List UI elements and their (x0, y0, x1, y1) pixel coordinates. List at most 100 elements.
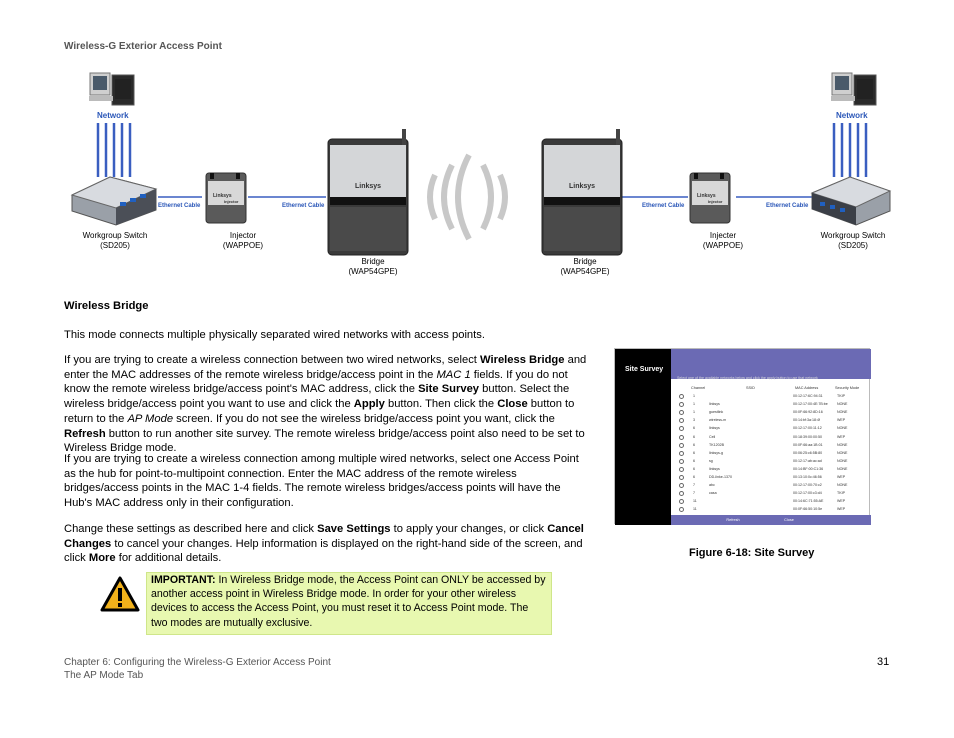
left-computer-icon (89, 72, 135, 106)
survey-row-radio[interactable] (679, 475, 684, 480)
survey-cell: 00:18:39:00:00:50 (793, 434, 822, 439)
left-injector-label: Injector (WAPPOE) (222, 231, 264, 250)
survey-cell: 00:14:bf:3a:18:4f (793, 418, 820, 423)
right-network-lines (832, 123, 868, 177)
survey-row-radio[interactable] (679, 466, 684, 472)
left-switch-icon (70, 176, 158, 226)
survey-cell: wireless-m (709, 418, 727, 423)
survey-col-ssid: SSID (746, 386, 755, 390)
survey-cell: 00:13:10:0c:46:56 (793, 475, 822, 479)
survey-row-radio[interactable] (679, 402, 684, 408)
survey-cell: 00:12:17:00:4E:7B:be (793, 402, 828, 407)
injector-brand-label: Injector (224, 199, 239, 204)
survey-col-channel: Channel (691, 386, 706, 390)
right-network-label: Network (836, 111, 868, 120)
survey-row-radio[interactable] (679, 426, 684, 432)
left-bridge-icon (327, 129, 409, 256)
survey-cell: 11 (693, 507, 697, 512)
left-bridge-label: Bridge (WAP54GPE) (348, 257, 398, 276)
survey-cell: 6 (693, 466, 695, 471)
survey-cell: NONE (837, 402, 848, 407)
page-number: 31 (877, 656, 890, 668)
paragraph-multiple-networks: If you are trying to create a wireless c… (64, 453, 579, 510)
survey-col-security: Security Mode (835, 386, 860, 390)
paragraph-intro: This mode connects multiple physically s… (64, 329, 485, 341)
survey-cell: WEP (837, 434, 846, 439)
brand-label: Linksys (697, 193, 716, 199)
survey-cell: WEP (837, 418, 846, 423)
survey-cell: NONE (837, 450, 848, 455)
survey-cell: 00:0F:66:aa:1B:01 (793, 442, 823, 447)
survey-cell: 00:12:17:00:70:c2 (793, 483, 822, 488)
survey-row-radio[interactable] (679, 434, 684, 440)
survey-cell: 6 (693, 475, 695, 479)
survey-row-radio[interactable] (679, 394, 684, 399)
survey-cell: 3 (693, 418, 695, 423)
survey-cell: 6 (693, 434, 695, 439)
cable-label: Ethernet Cable (158, 203, 201, 209)
survey-cell: WEP (837, 475, 846, 479)
survey-row-radio[interactable] (679, 491, 684, 497)
survey-cell: 00:0F:66:50:10:5e (793, 507, 823, 512)
figure-caption: Figure 6-18: Site Survey (689, 547, 815, 559)
network-diagram: Network Network Ethernet Cable Ethernet … (60, 65, 900, 280)
brand-label: Linksys (213, 193, 232, 199)
survey-sidebar: Site Survey (615, 349, 671, 525)
survey-cell: 7 (693, 483, 695, 488)
survey-cell: TK1202B (709, 442, 724, 447)
survey-row[interactable]: 1 00:12:17:6C:94:31 TKIP (615, 393, 871, 401)
survey-cell: linksys (709, 466, 720, 471)
survey-cell: 00:12:17:00:c3:d4 (793, 491, 822, 496)
survey-cell: NONE (837, 458, 848, 463)
survey-cell: 00:12:17:6C:94:31 (793, 394, 823, 398)
survey-cell: 1 (693, 402, 695, 407)
footer-chapter: Chapter 6: Configuring the Wireless-G Ex… (64, 657, 331, 668)
refresh-button[interactable]: Refresh (726, 518, 740, 522)
survey-cell: 6 (693, 442, 695, 447)
running-header: Wireless-G Exterior Access Point (64, 41, 222, 52)
survey-row-radio[interactable] (679, 507, 684, 513)
brand-label: Linksys (569, 183, 596, 190)
site-survey-screenshot: Site Survey Select one of the available … (614, 348, 871, 525)
right-computer-icon (831, 72, 877, 106)
survey-row-radio[interactable] (679, 410, 684, 416)
survey-col-mac: MAC Address (795, 386, 819, 390)
paragraph-save-settings: Change these settings as described here … (64, 523, 584, 565)
survey-cell: NONE (837, 410, 848, 415)
left-injector-icon (205, 172, 247, 224)
survey-row-radio[interactable] (679, 442, 684, 448)
survey-row-radio[interactable] (679, 450, 684, 456)
survey-row-radio[interactable] (679, 499, 684, 505)
survey-cell: guestlink (709, 410, 724, 415)
close-button[interactable]: Close (784, 518, 794, 522)
cable-label: Ethernet Cable (766, 203, 809, 209)
survey-cell: TKIP (837, 394, 845, 398)
brand-label: Linksys (355, 183, 382, 190)
right-switch-icon (810, 176, 892, 226)
survey-cell: 1 (693, 394, 695, 398)
right-injector-label: Injecter (WAPPOE) (702, 231, 744, 250)
survey-cell: 00:14:BF:00:C1:36 (793, 466, 824, 471)
left-switch-label: Workgroup Switch (SD205) (82, 231, 148, 250)
cable-label: Ethernet Cable (282, 203, 325, 209)
survey-row-radio[interactable] (679, 458, 684, 464)
survey-row[interactable]: 3 wireless-m 00:14:bf:3a:18:4f WEP (615, 417, 871, 425)
survey-row-radio[interactable] (679, 483, 684, 489)
survey-row-radio[interactable] (679, 418, 684, 424)
footer-section: The AP Mode Tab (64, 670, 144, 681)
survey-topbar (671, 349, 871, 379)
survey-cell: linksys-g (709, 450, 723, 455)
